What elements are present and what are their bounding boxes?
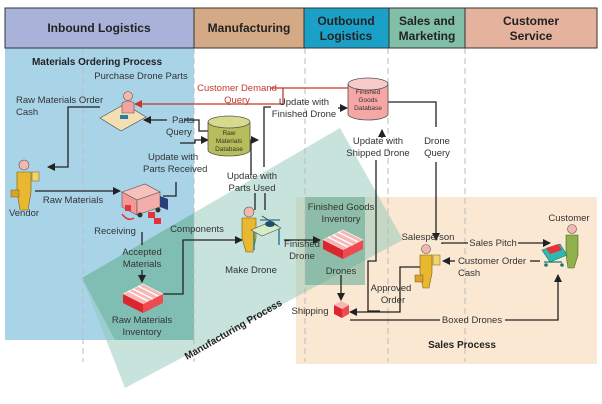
materials-ordering-title: Materials Ordering Process: [32, 57, 162, 68]
header-label: Inbound Logistics: [47, 21, 151, 35]
raw-materials-inventory-label: Raw Materials: [112, 315, 172, 326]
raw-db-label: Database: [215, 146, 243, 153]
update-parts-received-label: Parts Received: [143, 164, 207, 175]
drone-builder-icon: [241, 206, 282, 253]
shipping-label: Shipping: [292, 306, 329, 317]
raw-materials-order-label: Cash: [16, 107, 38, 118]
parts-query-label: Query: [166, 127, 192, 138]
update-parts-received-label: Update with: [148, 152, 198, 163]
update-parts-used-label: Parts Used: [229, 183, 276, 194]
finished-db-label: Database: [354, 105, 382, 112]
receiving-truck-icon: [121, 183, 168, 224]
manufacturing-band: [82, 128, 403, 388]
raw-materials-inventory-label: Inventory: [122, 327, 161, 338]
header-label: Customer: [503, 14, 559, 28]
customer-order-label: Cash: [458, 268, 480, 279]
drone-query-label: Query: [424, 148, 450, 159]
raw-materials-database-icon: [207, 115, 251, 157]
customer-order-label: Customer Order: [458, 256, 526, 267]
update-finished-drone-label: Finished Drone: [272, 109, 336, 120]
update-finished-drone-label: Update with: [279, 97, 329, 108]
shipping-box-icon: [334, 301, 349, 318]
vendor-icon: [10, 159, 40, 211]
finished-goods-database-icon: [347, 77, 389, 121]
customer-label: Customer: [548, 213, 589, 224]
update-shipped-drone-label: Shipped Drone: [346, 148, 409, 159]
accepted-materials-label: Materials: [123, 259, 162, 270]
make-drone-label: Make Drone: [225, 265, 277, 276]
customer-demand-query-label: Customer Demand: [197, 83, 277, 94]
raw-materials-flow-label: Raw Materials: [43, 195, 103, 206]
finished-db-label: Finished: [356, 89, 381, 96]
components-label: Components: [170, 224, 224, 235]
customer-cart-icon: [541, 224, 579, 269]
approved-order-label: Order: [381, 295, 405, 306]
accepted-materials-label: Accepted: [122, 247, 162, 258]
header-label: Outbound: [317, 14, 374, 28]
finished-goods-inventory-label: Inventory: [321, 214, 360, 225]
finished-drone-label: Drone: [289, 251, 315, 262]
header-sales-marketing: [388, 7, 466, 49]
customer-demand-query-label: Query: [224, 95, 250, 106]
header-label: Marketing: [399, 29, 456, 43]
header-label: Service: [510, 29, 553, 43]
header-outbound-logistics: [303, 7, 390, 49]
drones-label: Drones: [326, 266, 357, 277]
sales-process-title: Sales Process: [428, 340, 496, 351]
raw-materials-inventory-icon: [122, 283, 164, 313]
receiving-label: Receiving: [94, 226, 136, 237]
raw-materials-order-label: Raw Materials Order: [16, 95, 103, 106]
finished-db-label: Goods: [358, 97, 378, 104]
update-parts-used-label: Update with: [227, 171, 277, 182]
purchasing-agent-icon: [99, 91, 147, 132]
finished-goods-inventory-label: Finished Goods: [308, 202, 375, 213]
header-customer-service: [464, 7, 598, 49]
update-shipped-drone-label: Update with: [353, 136, 403, 147]
purchase-drone-parts-label: Purchase Drone Parts: [94, 71, 188, 82]
salesperson-label: Salesperson: [402, 232, 455, 243]
header-label: Sales and: [399, 14, 455, 28]
header-manufacturing: [193, 7, 305, 49]
flow-lines: [35, 87, 562, 321]
vendor-label: Vendor: [9, 208, 39, 219]
finished-goods-inventory-icon: [322, 229, 364, 259]
raw-db-label: Materials: [216, 138, 243, 145]
header-label: Logistics: [320, 29, 373, 43]
header-bar: Inbound Logistics Manufacturing Outbound…: [4, 7, 598, 49]
parts-query-label: Parts: [172, 115, 194, 126]
header-label: Manufacturing: [208, 21, 291, 35]
sales-pitch-label: Sales Pitch: [469, 238, 517, 249]
finished-drone-label: Finished: [284, 239, 320, 250]
raw-db-label: Raw: [222, 130, 235, 137]
salesperson-icon: [414, 244, 441, 289]
approved-order-label: Approved: [371, 283, 412, 294]
boxed-drones-label: Boxed Drones: [442, 315, 502, 326]
drone-query-label: Drone: [424, 136, 450, 147]
